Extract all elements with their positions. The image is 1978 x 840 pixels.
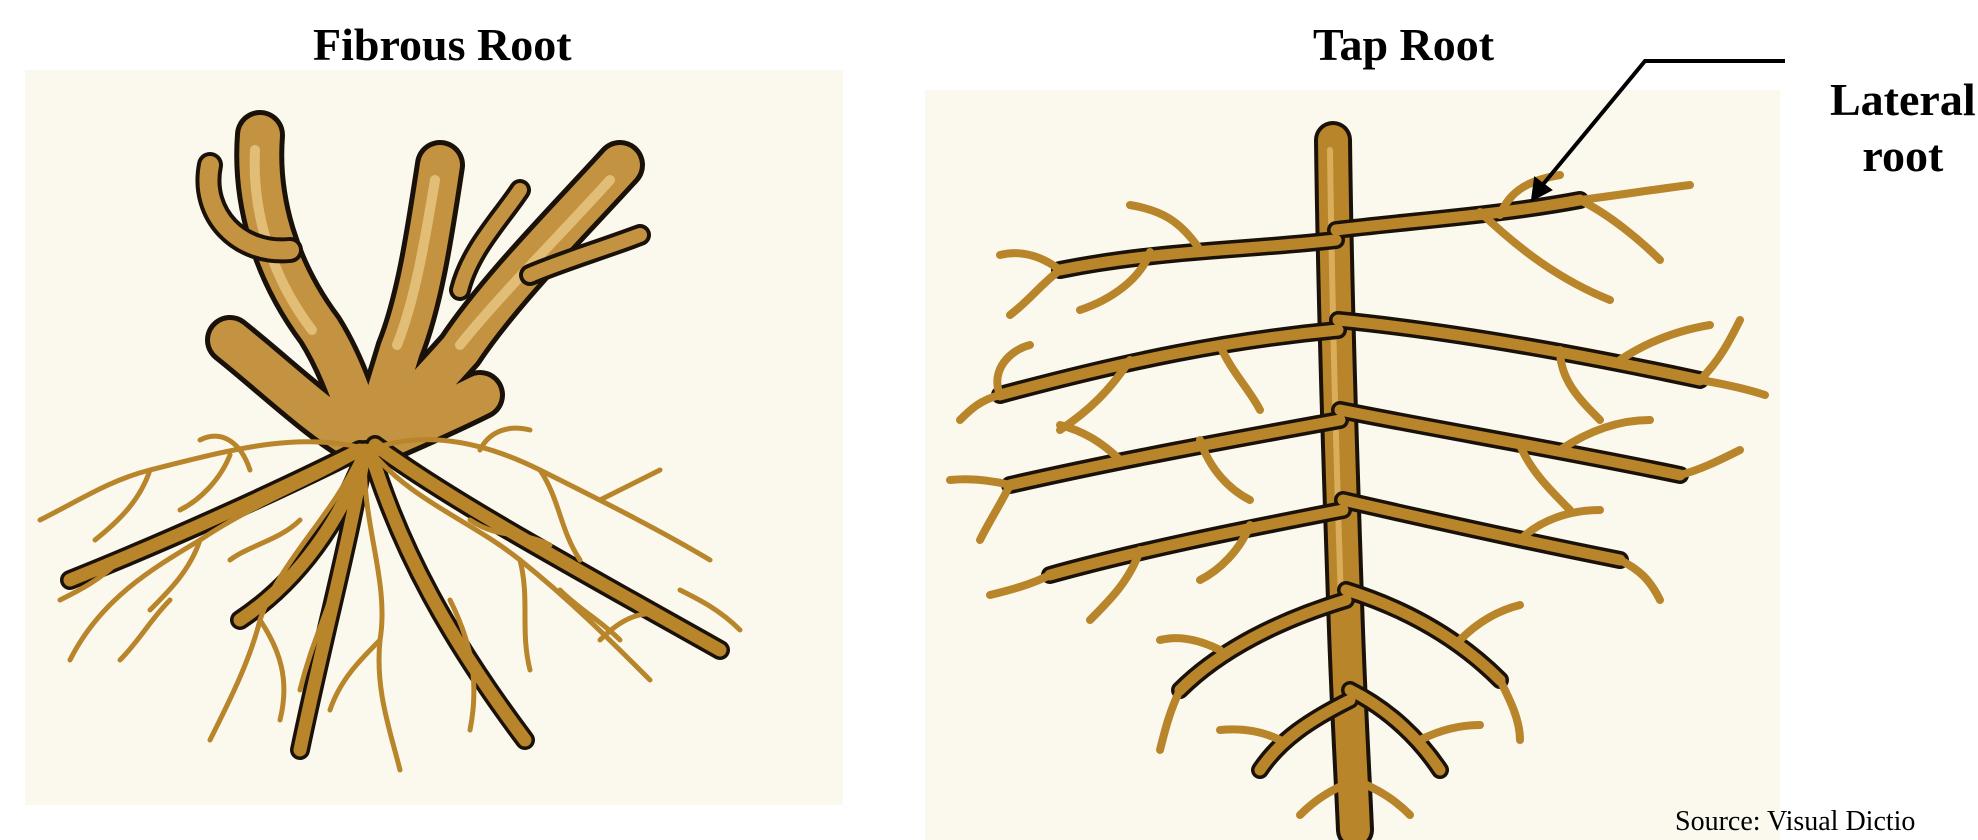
- callout-line: [1540, 61, 1785, 188]
- fibrous-stems: [208, 135, 640, 445]
- lateral-root-label-line2: root: [1830, 128, 1976, 184]
- source-credit: Source: Visual Dictio: [1675, 806, 1915, 838]
- lateral-root-callout: [1532, 61, 1785, 200]
- tap-root-title: Tap Root: [1313, 18, 1494, 71]
- lateral-root-label-line1: Lateral: [1830, 72, 1976, 128]
- tap-root-illustration: [950, 140, 1765, 830]
- lateral-root-label: Lateral root: [1830, 72, 1976, 184]
- fibrous-root-illustration: [40, 135, 740, 770]
- fibrous-root-title: Fibrous Root: [313, 18, 572, 71]
